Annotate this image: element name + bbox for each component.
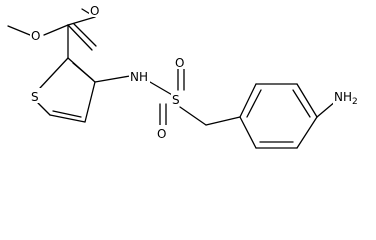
amine-label: NH2 (334, 90, 358, 107)
methyl-ester-group (7, 8, 97, 51)
amine-subscript: 2 (352, 97, 358, 107)
benzene-bond-4 (296, 83, 318, 118)
benzene-bond-6 (239, 83, 257, 118)
ester-o-bond (43, 24, 69, 36)
ch2-ring-bond (205, 116, 241, 126)
benzene-bond-6-inner (246, 89, 262, 118)
methyl-bond (7, 25, 31, 36)
ring-bond-c4-c5-inner (52, 110, 82, 118)
ring-bond-c2-c3-inner (72, 62, 94, 81)
carbonyl-double-bond-b (73, 23, 97, 47)
carbonyl-oxygen-label: O (90, 4, 99, 18)
benzene-ring (239, 83, 337, 149)
ester-oxygen-label: O (31, 29, 40, 43)
atom-labels: O O S NH S O O NH2 (30, 3, 373, 141)
ring-bond-c4-c5 (49, 114, 86, 123)
ring-amine-bond (316, 100, 337, 118)
sulfonyl-sulfur-label: S (172, 93, 180, 107)
amide-nh-label: NH (130, 70, 148, 84)
nh-s-bond (149, 81, 175, 97)
ring-bond-c3-c4 (84, 81, 96, 123)
amine-nh-text: NH (334, 90, 352, 104)
sulfonamide-linker (94, 67, 241, 126)
c3-nh-bond (94, 75, 131, 83)
thiophene-ring (37, 24, 96, 123)
s-ch2-bond (179, 106, 207, 126)
sulfonyl-oxygen-top-label: O (175, 56, 184, 70)
benzene-bond-4-inner (292, 89, 311, 118)
benzene-bond-1 (239, 116, 257, 149)
sulfonyl-oxygen-bottom-label: O (157, 127, 166, 141)
ring-bond-c5-s (37, 102, 51, 116)
thiophene-sulfur-label: S (31, 90, 39, 104)
carbonyl-c-bond (67, 16, 96, 26)
chemical-structure: O O S NH S O O NH2 (7, 3, 373, 149)
benzene-bond-3 (296, 116, 318, 149)
ring-bond-s-c2 (39, 57, 69, 89)
carbonyl-double-bond-a (67, 24, 93, 51)
